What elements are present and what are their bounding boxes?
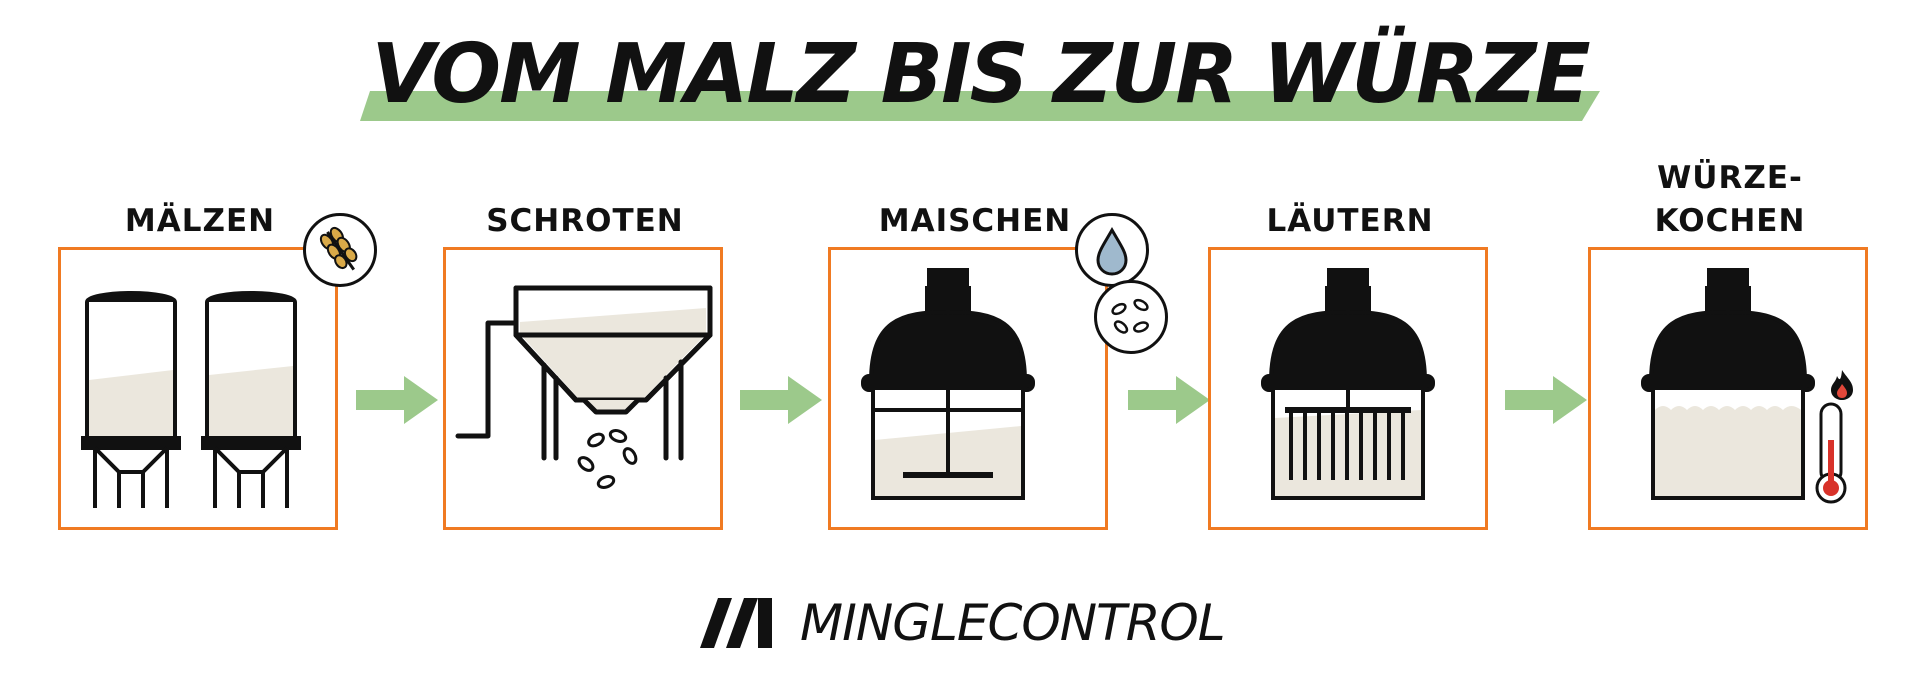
title-block: VOM MALZ BIS ZUR WÜRZE (360, 25, 1600, 130)
step-box-schroten (443, 247, 723, 530)
flame-icon (1831, 370, 1853, 400)
arrow-right-3 (1128, 376, 1210, 424)
arrow-right-icon (1128, 376, 1210, 424)
brand-footer: MINGLECONTROL (700, 590, 1240, 660)
wheat-grain-badge (303, 213, 377, 287)
step-label-laeutern: LÄUTERN (1266, 203, 1434, 239)
arrow-right-icon (1505, 376, 1587, 424)
step-label-wuerze-kochen-line2: KOCHEN (1654, 203, 1806, 239)
malt-grains-badge (1094, 280, 1168, 354)
step-box-laeutern (1208, 247, 1488, 530)
water-drop-icon (1096, 226, 1128, 276)
step-label-wuerze-kochen-line1: WÜRZE- (1657, 160, 1803, 196)
water-drop-badge (1075, 213, 1149, 287)
page-title: VOM MALZ BIS ZUR WÜRZE (371, 27, 1590, 122)
arrow-right-1 (356, 376, 438, 424)
step-box-maischen (828, 247, 1108, 530)
step-box-wuerze-kochen (1588, 247, 1868, 530)
step-label-maelzen: MÄLZEN (124, 203, 276, 239)
lauter-tun-illustration (1261, 268, 1435, 500)
wheat-grain-icon (319, 226, 358, 271)
arrow-right-icon (356, 376, 438, 424)
arrow-right-2 (740, 376, 822, 424)
step-label-maischen: MAISCHEN (878, 203, 1072, 239)
grain-mill-hopper-illustration (455, 285, 713, 489)
mash-tun-illustration (861, 268, 1035, 500)
title-underline-stripe (360, 91, 1600, 121)
malt-grains-icon (1111, 298, 1149, 334)
wort-kettle-illustration (1641, 268, 1815, 500)
thermometer-icon (1815, 402, 1847, 504)
twin-silo-illustration (81, 291, 301, 508)
mc-logo-icon (700, 598, 772, 648)
brand-name: MINGLECONTROL (800, 594, 1226, 652)
arrow-right-4 (1505, 376, 1587, 424)
step-label-schroten: SCHROTEN (486, 203, 684, 239)
arrow-right-icon (740, 376, 822, 424)
step-box-maelzen (58, 247, 338, 530)
